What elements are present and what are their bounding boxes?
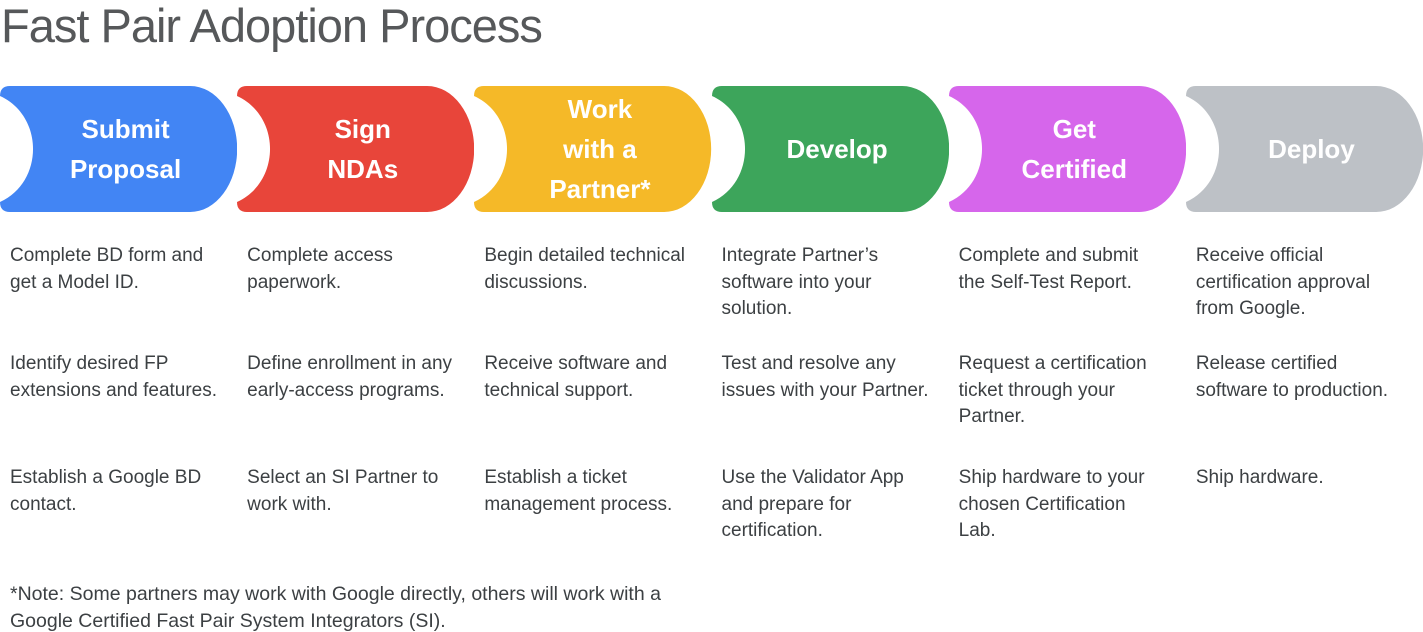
step-sign-ndas-1: Complete access paperwork. — [247, 245, 393, 293]
stage-shape-work-with-partner — [474, 86, 712, 212]
footnote: *Note: Some partners may work with Googl… — [10, 583, 661, 632]
step-submit-proposal-1: Complete BD form and get a Model ID. — [10, 245, 204, 293]
stage-shape-deploy — [1185, 86, 1423, 212]
stage-get-certified: Get Certified — [948, 86, 1186, 212]
step-work-with-partner-2: Receive software and technical support. — [484, 353, 668, 401]
step-get-certified-1: Complete and submit the Self-Test Report… — [958, 245, 1139, 293]
stage-chevron-shape — [0, 86, 238, 212]
step-deploy-3: Ship hardware. — [1195, 467, 1324, 488]
step-get-certified-2: Request a certification ticket through y… — [958, 353, 1147, 427]
step-get-certified-3: Ship hardware to your chosen Certificati… — [958, 467, 1145, 541]
stage-chevron-shape — [237, 86, 475, 212]
stage-label-submit-proposal: Submit Proposal — [69, 113, 182, 184]
step-sign-ndas-2: Define enrollment in any early-access pr… — [247, 353, 453, 401]
stage-submit-proposal: Submit Proposal — [0, 86, 238, 212]
step-deploy-1: Receive official certification approval … — [1195, 245, 1371, 319]
page-title: Fast Pair Adoption Process — [1, 0, 543, 52]
stage-shape-sign-ndas — [237, 86, 475, 212]
stage-chevron-shape — [711, 86, 949, 212]
stage-label-sign-ndas: Sign NDAs — [327, 113, 399, 184]
stage-shape-develop — [711, 86, 949, 212]
stage-shape-submit-proposal — [0, 86, 238, 212]
stage-details-grid: Complete BD form and get a Model ID. Com… — [0, 243, 1423, 545]
stage-label-work-with-partner: Work with a Partner* — [549, 93, 651, 205]
stage-label-develop: Develop — [786, 133, 888, 164]
step-develop-1: Integrate Partner’s software into your s… — [721, 245, 879, 319]
step-submit-proposal-3: Establish a Google BD contact. — [10, 467, 202, 515]
stage-work-with-partner: Work with a Partner* — [474, 86, 712, 212]
stage-sign-ndas: Sign NDAs — [237, 86, 475, 212]
stage-chevron-shape — [1185, 86, 1423, 212]
stage-shape-get-certified — [948, 86, 1186, 212]
step-develop-3: Use the Validator App and prepare for ce… — [721, 467, 904, 541]
process-stages-row: Submit Proposal Sign NDAs Work with a Pa… — [0, 86, 1423, 212]
step-work-with-partner-1: Begin detailed technical discussions. — [484, 245, 686, 293]
stage-label-deploy: Deploy — [1268, 133, 1355, 164]
stage-develop: Develop — [711, 86, 949, 212]
step-sign-ndas-3: Select an SI Partner to work with. — [247, 467, 439, 515]
stage-chevron-shape — [948, 86, 1186, 212]
stage-label-get-certified: Get Certified — [1021, 113, 1127, 184]
step-work-with-partner-3: Establish a ticket management process. — [484, 467, 673, 515]
step-submit-proposal-2: Identify desired FP extensions and featu… — [10, 353, 218, 401]
step-deploy-2: Release certified software to production… — [1195, 353, 1389, 401]
stage-deploy: Deploy — [1185, 86, 1423, 212]
step-develop-2: Test and resolve any issues with your Pa… — [721, 353, 929, 401]
stage-chevron-shape — [474, 86, 712, 212]
